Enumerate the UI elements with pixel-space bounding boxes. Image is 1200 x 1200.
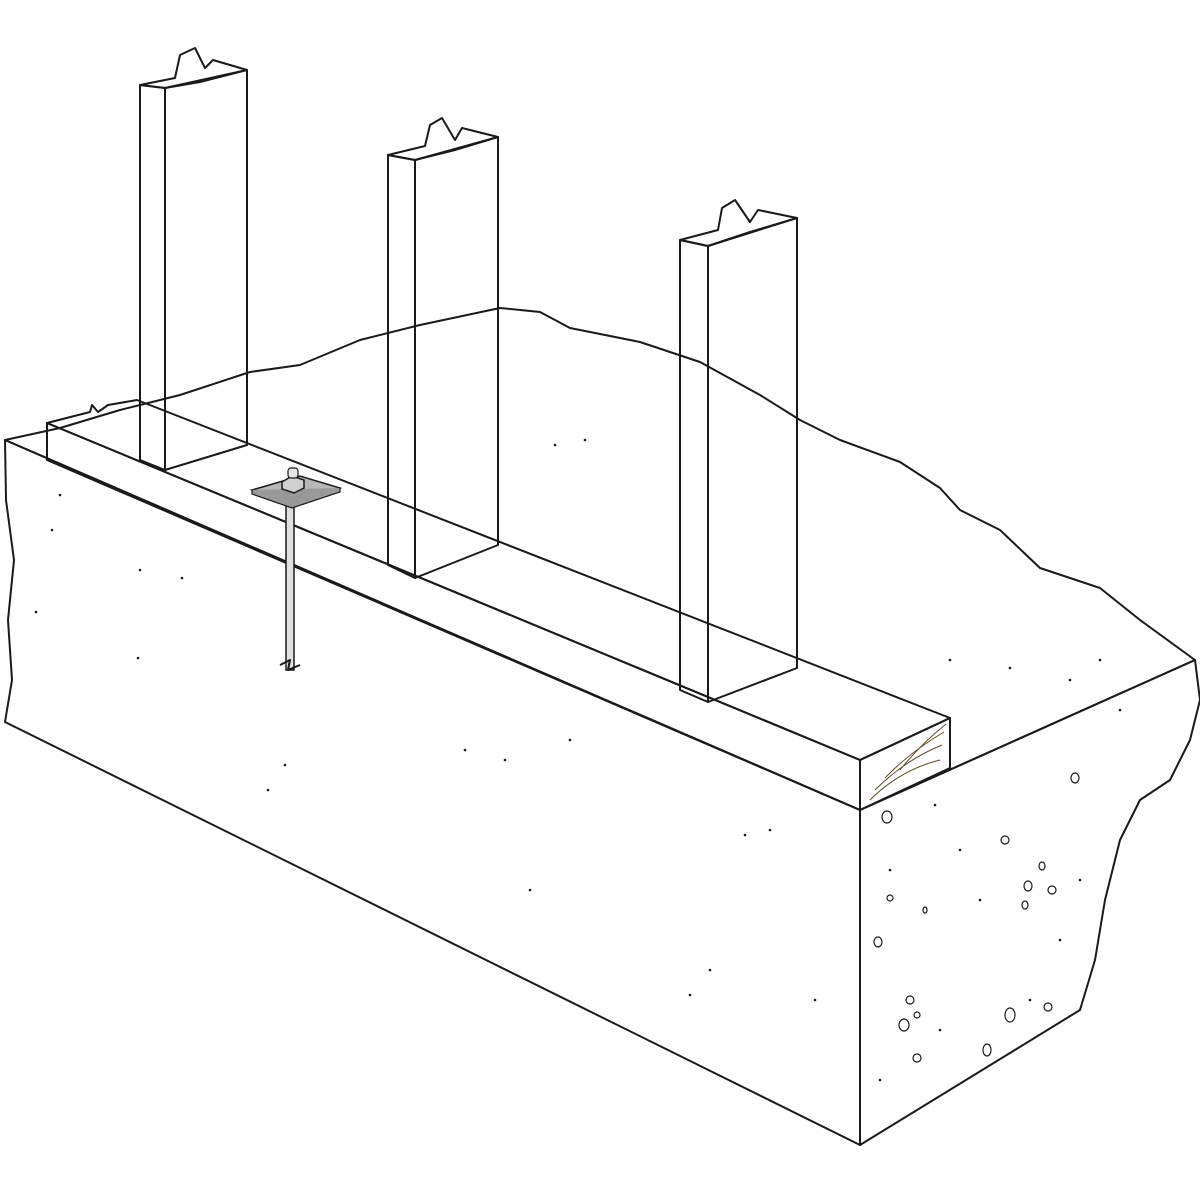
concrete-texture (34, 438, 1122, 1082)
wood-stud (679, 199, 798, 703)
sill-plate-end-grain (859, 717, 951, 811)
wood-stud (387, 117, 499, 579)
concrete-aggregate (873, 772, 1080, 1063)
wood-stud (139, 47, 248, 471)
concrete-end-face (859, 659, 1200, 1146)
concrete-top-surface (4, 307, 1196, 811)
concrete-front-face (4, 439, 861, 1146)
end-grain-rings (869, 723, 947, 801)
anchor-bolt (249, 467, 343, 671)
sill-plate-front (46, 422, 861, 811)
